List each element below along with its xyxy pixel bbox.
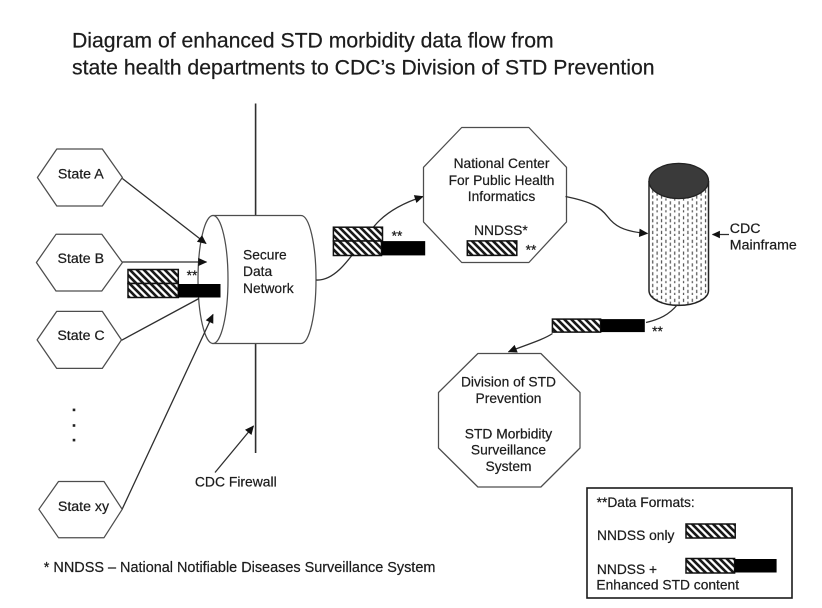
svg-text:Informatics: Informatics	[468, 189, 536, 204]
svg-text:**: **	[652, 324, 663, 339]
svg-text:For Public Health: For Public Health	[449, 173, 555, 188]
svg-text:**: **	[526, 242, 537, 257]
svg-text:Secure: Secure	[243, 247, 287, 262]
svg-text:State C: State C	[57, 328, 104, 344]
svg-text:STD Morbidity: STD Morbidity	[465, 426, 552, 441]
svg-text:State B: State B	[58, 251, 105, 267]
svg-text:NNDSS*: NNDSS*	[474, 223, 528, 238]
svg-text:* NNDSS – National Notifiable: * NNDSS – National Notifiable Diseases S…	[44, 560, 436, 576]
svg-text:**: **	[392, 228, 403, 243]
svg-text:System: System	[486, 459, 532, 474]
svg-text:Diagram of enhanced STD morbid: Diagram of enhanced STD morbidity data f…	[72, 30, 554, 53]
svg-text:State xy: State xy	[58, 499, 110, 515]
svg-text:CDC: CDC	[730, 221, 761, 237]
svg-text:National Center: National Center	[454, 156, 550, 171]
svg-text:CDC Firewall: CDC Firewall	[195, 474, 277, 490]
svg-text:NNDSS only: NNDSS only	[597, 528, 675, 543]
svg-text:State A: State A	[58, 166, 104, 182]
svg-text:state health departments to CD: state health departments to CDC’s Divisi…	[72, 56, 655, 79]
svg-text:Surveillance: Surveillance	[471, 443, 546, 458]
svg-text:Mainframe: Mainframe	[730, 238, 797, 254]
svg-text:Division of STD: Division of STD	[461, 375, 556, 390]
svg-text:Enhanced STD content: Enhanced STD content	[596, 578, 739, 593]
svg-text:Prevention: Prevention	[476, 391, 542, 406]
svg-text:Network: Network	[243, 281, 294, 296]
svg-text:Data: Data	[243, 264, 272, 279]
svg-text:**: **	[187, 268, 198, 283]
svg-text:**Data Formats:: **Data Formats:	[597, 495, 695, 510]
svg-text:NNDSS +: NNDSS +	[597, 562, 657, 577]
